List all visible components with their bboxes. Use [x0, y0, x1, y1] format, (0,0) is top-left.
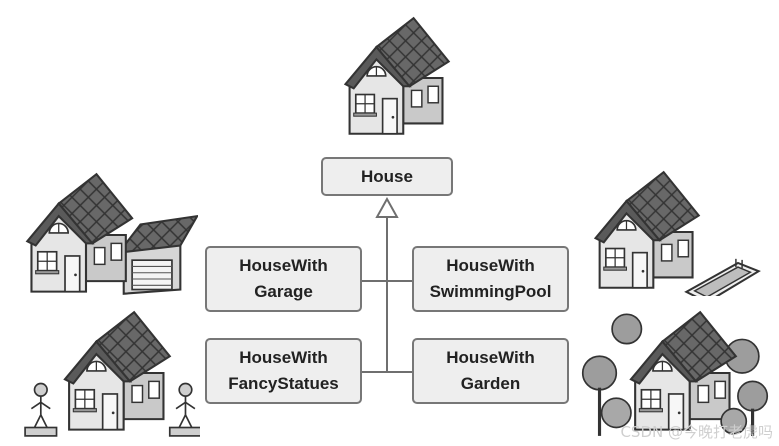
watermark-text: CSDN @今晚打老虎吗	[620, 423, 773, 441]
house-class-box: House	[321, 157, 453, 196]
inheritance-arrowhead	[375, 196, 399, 218]
house-with-pool-icon	[594, 171, 761, 296]
house-with-garage-icon	[26, 173, 198, 295]
house-class-label: House	[361, 166, 413, 186]
box-line2: Garage	[254, 282, 313, 301]
box-line2: SwimmingPool	[429, 282, 552, 301]
house-with-garden-icon	[581, 311, 769, 436]
box-line1: HouseWith	[239, 348, 328, 367]
box-line1: HouseWith	[446, 256, 535, 275]
house-icon	[344, 17, 450, 135]
house-with-garden-box: HouseWith Garden	[412, 338, 569, 404]
box-line2: FancyStatues	[228, 374, 339, 393]
house-with-swimmingpool-box: HouseWith SwimmingPool	[412, 246, 569, 312]
house-with-statues-icon	[24, 311, 200, 437]
house-with-garage-box: HouseWith Garage	[205, 246, 362, 312]
box-line1: HouseWith	[446, 348, 535, 367]
box-line2: Garden	[460, 374, 521, 393]
house-with-fancystatues-box: HouseWith FancyStatues	[205, 338, 362, 404]
box-line1: HouseWith	[239, 256, 328, 275]
